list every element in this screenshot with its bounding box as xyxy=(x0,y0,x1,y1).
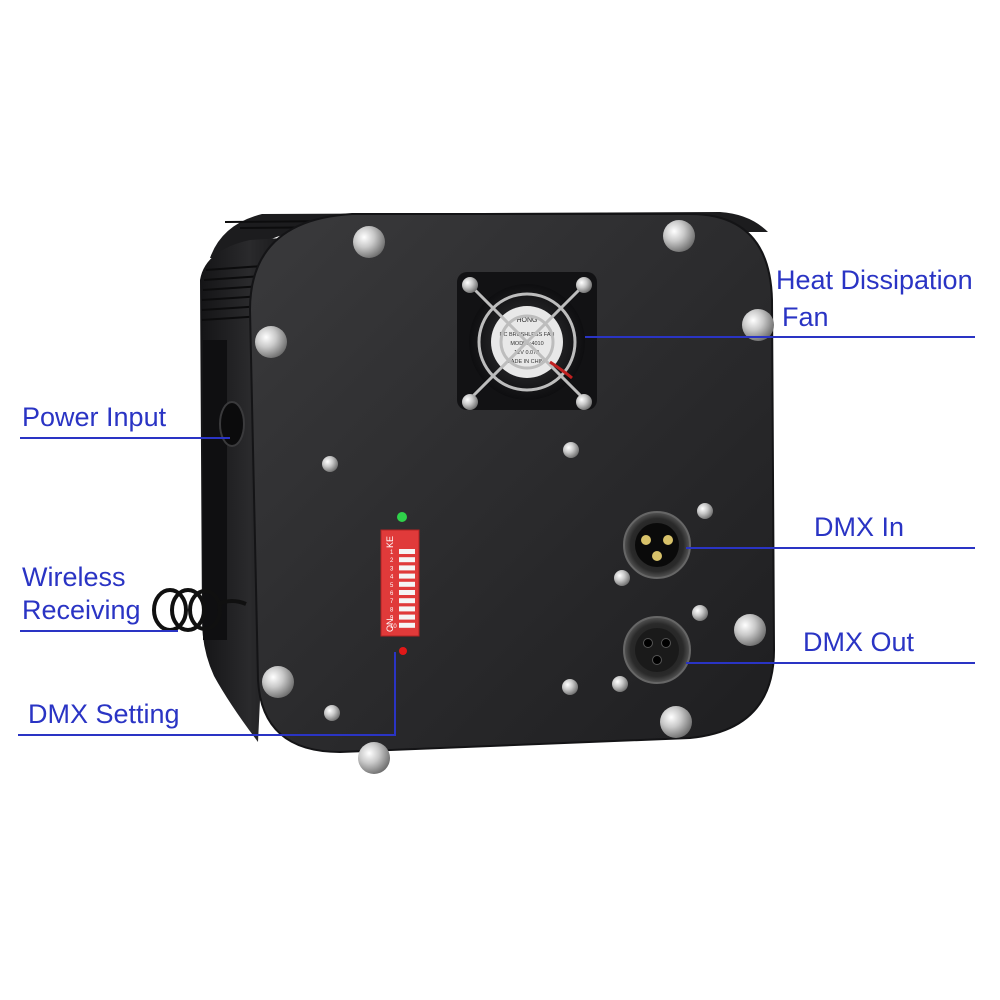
dip-switch-slots: 1 2 3 4 5 6 7 8 9 10 xyxy=(390,549,415,630)
dip-switch-number-8: 8 xyxy=(390,607,394,613)
dmx-out-connector xyxy=(623,616,691,684)
heat-dissipation-fan-label-line1: Heat Dissipation xyxy=(776,265,973,295)
fan-label-line4: MADE IN CHINA xyxy=(506,359,548,365)
status-led-green xyxy=(397,512,407,522)
panel-screws xyxy=(255,220,774,774)
wireless-receiving-label-line2: Receiving xyxy=(22,595,141,625)
dip-switch-10 xyxy=(399,622,415,628)
dip-switch-number-7: 7 xyxy=(390,599,394,605)
dmx-setting-label: DMX Setting xyxy=(28,699,180,729)
dmx-in-leader xyxy=(686,547,975,549)
dip-switch-6 xyxy=(399,590,415,595)
dip-switch-number-3: 3 xyxy=(390,566,394,572)
dip-switch-5 xyxy=(399,581,415,587)
dmx-out-leader xyxy=(686,662,975,664)
dip-switch-1 xyxy=(399,549,415,554)
wireless-receiving-leader xyxy=(20,630,178,632)
dip-switch-number-6: 6 xyxy=(390,591,394,597)
fan-label-line1: DC BRUSHLESS FAN xyxy=(499,332,554,338)
dmx-in-connector xyxy=(623,511,691,579)
status-led-red xyxy=(399,647,407,655)
dmx-dip-switch: 1 2 3 4 5 6 7 8 9 10 KE ON xyxy=(380,529,420,637)
dip-switch-9 xyxy=(399,614,415,620)
dip-switch-7 xyxy=(399,598,415,604)
dip-switch-number-1: 1 xyxy=(390,550,394,556)
power-input-leader xyxy=(20,437,230,439)
dip-switch-2 xyxy=(399,557,415,563)
wireless-receiving-label-line1: Wireless xyxy=(22,562,126,592)
power-input-label: Power Input xyxy=(22,402,167,432)
cooling-fan: HONG DC BRUSHLESS FAN MODEL:4010 12V 0.0… xyxy=(457,272,597,410)
dmx-setting-leader-vertical xyxy=(394,652,396,736)
dip-on-label: ON xyxy=(385,619,395,633)
dip-header: KE xyxy=(385,536,395,548)
power-input-jack xyxy=(219,401,245,447)
fan-label-line3: 12V 0.07A xyxy=(514,350,540,356)
dip-switch-number-4: 4 xyxy=(390,575,394,581)
fan-brand: HONG xyxy=(517,317,538,324)
dmx-setting-leader xyxy=(18,734,396,736)
dip-switch-number-10: 10 xyxy=(390,624,397,630)
dmx-in-label: DMX In xyxy=(814,512,905,542)
heat-dissipation-fan-leader xyxy=(585,336,975,338)
dip-switch-3 xyxy=(399,565,415,571)
fan-guard xyxy=(468,283,586,401)
dip-switch-4 xyxy=(399,573,415,579)
dmx-out-label: DMX Out xyxy=(803,627,915,657)
heat-dissipation-fan-label-line2: Fan xyxy=(782,302,829,332)
dip-switch-8 xyxy=(399,606,415,612)
dip-switch-number-2: 2 xyxy=(390,558,394,564)
dip-switch-number-5: 5 xyxy=(390,583,394,589)
dip-switch-number-9: 9 xyxy=(390,616,394,622)
